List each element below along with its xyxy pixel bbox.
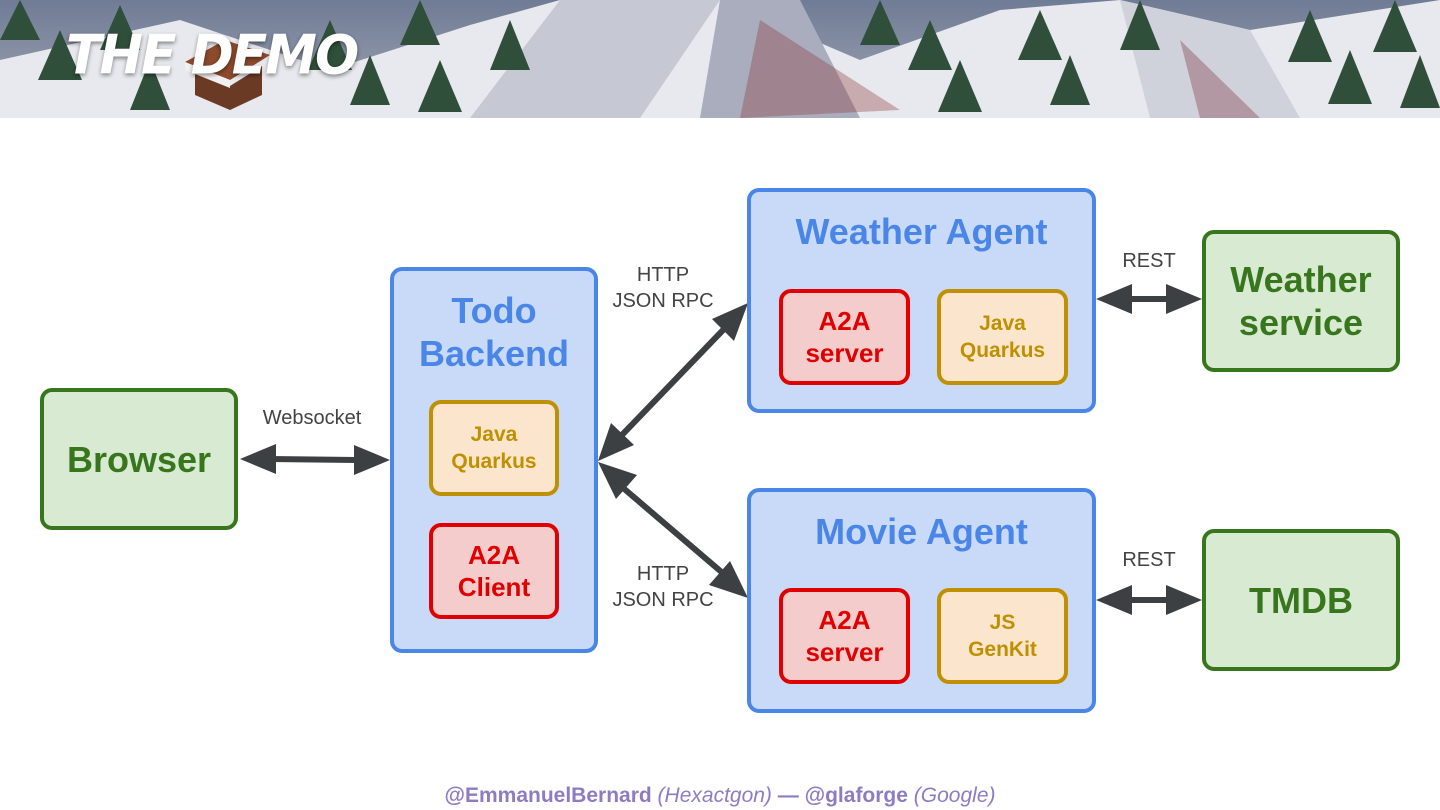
- weather-agent-title: Weather Agent: [795, 211, 1048, 252]
- footer-org1: (Hexactgon): [657, 784, 772, 807]
- movie-a2a-server-line1: A2A: [818, 605, 871, 635]
- todo-backend-tech-box: Java Quarkus: [429, 400, 559, 496]
- label-http-weather-line1: HTTP: [636, 264, 690, 286]
- movie-tech-line2: GenKit: [968, 638, 1037, 661]
- footer-author2: @glaforge: [804, 784, 908, 807]
- footer-org2: (Google): [913, 784, 996, 807]
- arrow-todo-weather: [598, 303, 748, 461]
- header-banner: THE DEMO: [0, 0, 1440, 118]
- label-websocket: Websocket: [262, 407, 362, 429]
- arrow-movie-tmdb: [1096, 585, 1202, 615]
- tmdb-node: TMDB: [1202, 529, 1400, 671]
- label-http-weather: HTTP JSON RPC: [596, 262, 730, 314]
- weather-a2a-server-box: A2A server: [779, 289, 910, 385]
- weather-a2a-server-line1: A2A: [818, 306, 871, 336]
- weather-a2a-server-line2: server: [805, 338, 884, 368]
- a2a-client-box: A2A Client: [429, 523, 559, 619]
- arrow-todo-movie: [598, 462, 748, 598]
- weather-service-node: Weather service: [1202, 230, 1400, 372]
- label-rest-weather: REST: [1122, 250, 1176, 272]
- movie-a2a-server-line2: server: [805, 637, 884, 667]
- weather-tech-box: Java Quarkus: [937, 289, 1068, 385]
- weather-tech-line1: Java: [979, 312, 1026, 335]
- footer-separator: —: [777, 784, 799, 807]
- todo-backend-title: Todo Backend: [419, 289, 569, 375]
- label-http-movie-line2: JSON RPC: [612, 589, 714, 611]
- weather-tech-line2: Quarkus: [959, 339, 1046, 362]
- arrow-browser-todo: [240, 444, 390, 475]
- slide-title: THE DEMO: [66, 24, 359, 87]
- movie-tech-box: JS GenKit: [937, 588, 1068, 684]
- movie-a2a-server-box: A2A server: [779, 588, 910, 684]
- movie-agent-node: Movie Agent A2A server JS GenKit: [747, 488, 1096, 713]
- weather-service-label: Weather service: [1230, 258, 1371, 344]
- footer-author1: @EmmanuelBernard: [444, 784, 652, 807]
- label-http-movie: HTTP JSON RPC: [596, 561, 730, 613]
- browser-label: Browser: [66, 438, 212, 480]
- browser-node: Browser: [40, 388, 238, 530]
- a2a-client-line2: Client: [457, 572, 531, 602]
- movie-agent-title: Movie Agent: [815, 511, 1028, 552]
- todo-backend-node: Todo Backend Java Quarkus A2A Client: [390, 267, 598, 653]
- label-http-weather-line2: JSON RPC: [612, 290, 714, 312]
- todo-backend-tech-line2: Quarkus: [451, 450, 537, 473]
- weather-agent-node: Weather Agent A2A server Java Quarkus: [747, 188, 1096, 413]
- arrow-weather-service: [1096, 284, 1202, 314]
- label-http-movie-line1: HTTP: [636, 563, 690, 585]
- tmdb-label: TMDB: [1249, 579, 1353, 621]
- todo-backend-title-line1: Todo: [451, 290, 537, 331]
- cabin-icon: [185, 40, 270, 110]
- todo-backend-title-line2: Backend: [418, 333, 570, 374]
- todo-backend-tech-line1: Java: [470, 423, 518, 446]
- snowy-mountain-illustration: [0, 0, 1440, 118]
- label-rest-tmdb: REST: [1122, 549, 1176, 571]
- weather-service-line1: Weather: [1230, 259, 1372, 300]
- a2a-client-line1: A2A: [467, 540, 520, 570]
- weather-service-line2: service: [1238, 302, 1364, 343]
- footer-credits: @EmmanuelBernard (Hexactgon) — @glaforge…: [0, 784, 1440, 808]
- movie-tech-line1: JS: [989, 611, 1016, 634]
